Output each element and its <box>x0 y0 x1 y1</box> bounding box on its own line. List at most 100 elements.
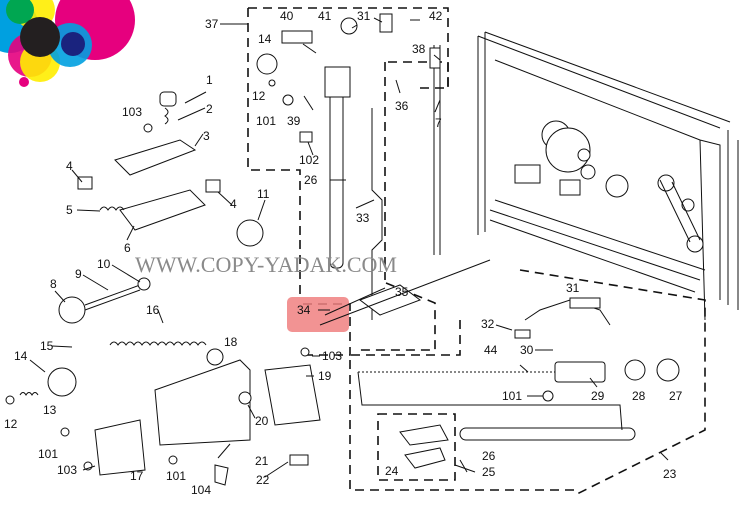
diagram-shape <box>589 377 598 388</box>
diagram-shape <box>324 66 351 98</box>
highlight-box[interactable] <box>287 297 349 332</box>
callout-37: 37 <box>205 17 219 31</box>
callout-13: 13 <box>43 403 57 417</box>
diagram-shape <box>429 47 441 69</box>
diagram-shape <box>300 347 310 357</box>
callout-24: 24 <box>385 464 399 478</box>
diagram-shape <box>82 465 96 471</box>
diagram-shape <box>554 361 606 383</box>
cmyk-logo <box>0 0 135 87</box>
diagram-shape <box>454 464 476 473</box>
diagram-shape <box>357 371 623 431</box>
diagram-shape <box>605 174 629 198</box>
diagram-shape <box>217 191 233 206</box>
callout-38: 38 <box>412 42 426 56</box>
diagram-shape <box>519 269 706 496</box>
diagram-shape <box>84 284 141 311</box>
leader-lines <box>29 17 669 478</box>
diagram-shape <box>58 296 86 324</box>
diagram-shape <box>159 91 177 107</box>
callout-26: 26 <box>482 449 496 463</box>
callout-22: 22 <box>256 473 270 487</box>
diagram-shape <box>404 447 446 469</box>
callout-7: 7 <box>435 116 442 130</box>
callout-35: 35 <box>395 285 409 299</box>
callout-103: 103 <box>57 463 77 477</box>
callout-12: 12 <box>252 89 266 103</box>
diagram-shape <box>377 413 456 481</box>
callout-14: 14 <box>258 32 272 46</box>
callout-18: 18 <box>224 335 238 349</box>
diagram-shape <box>257 199 266 221</box>
diagram-shape <box>281 30 313 44</box>
callout-36: 36 <box>395 99 409 113</box>
diagram-shape <box>164 107 169 125</box>
callout-15: 15 <box>40 339 54 353</box>
callout-8: 8 <box>50 277 57 291</box>
diagram-shape <box>514 329 531 339</box>
diagram-shape <box>656 358 680 382</box>
callout-40: 40 <box>280 9 294 23</box>
diagram-shape <box>119 189 206 231</box>
callout-103: 103 <box>322 349 342 363</box>
diagram-shape <box>109 341 207 346</box>
diagram-shape <box>71 169 83 183</box>
diagram-shape <box>659 451 669 461</box>
callout-104: 104 <box>191 483 211 497</box>
diagram-shape <box>371 108 383 320</box>
diagram-shape <box>29 359 46 373</box>
diagram-shape <box>340 17 358 35</box>
callout-30: 30 <box>520 343 534 357</box>
callout-34[interactable]: 34 <box>297 303 311 317</box>
callout-41: 41 <box>318 9 332 23</box>
diagram-shape <box>247 404 256 419</box>
diagram-shape <box>459 427 636 441</box>
callout-102: 102 <box>299 153 319 167</box>
callout-2: 2 <box>206 102 213 116</box>
callout-103: 103 <box>122 105 142 119</box>
diagram-shape <box>19 77 29 87</box>
diagram-shape <box>659 179 701 243</box>
diagram-shape <box>177 107 206 121</box>
diagram-shape <box>19 392 39 396</box>
group-boxes <box>247 7 706 496</box>
diagram-shape <box>61 32 85 56</box>
callout-31: 31 <box>357 9 371 23</box>
callout-10: 10 <box>97 257 111 271</box>
diagram-shape <box>545 127 591 173</box>
diagram-shape <box>217 443 231 459</box>
diagram-shape <box>580 164 596 180</box>
callout-33: 33 <box>356 211 370 225</box>
diagram-shape <box>236 219 264 247</box>
callout-17: 17 <box>130 469 144 483</box>
diagram-shape <box>514 164 541 184</box>
diagram-shape <box>727 130 739 310</box>
callout-101: 101 <box>38 447 58 461</box>
diagram-shape <box>154 359 251 446</box>
callout-25: 25 <box>482 465 496 479</box>
diagram-shape <box>495 324 513 331</box>
callout-1: 1 <box>206 73 213 87</box>
callout-29: 29 <box>591 389 605 403</box>
diagram-shape <box>686 235 704 253</box>
lower-assembly <box>357 297 680 469</box>
callout-42: 42 <box>429 9 443 23</box>
diagram-shape <box>137 277 151 291</box>
callout-9: 9 <box>75 267 82 281</box>
callout-19: 19 <box>318 369 332 383</box>
callout-6: 6 <box>124 241 131 255</box>
diagram-shape <box>184 91 207 104</box>
diagram-shape <box>395 79 401 94</box>
diagram-shape <box>299 131 313 143</box>
diagram-shape <box>20 17 60 57</box>
diagram-shape <box>577 148 591 162</box>
callout-28: 28 <box>632 389 646 403</box>
diagram-shape <box>303 95 314 111</box>
diagram-shape <box>355 199 375 209</box>
watermark-text: WWW.COPY-YADAK.COM <box>135 252 397 277</box>
diagram-shape <box>47 367 77 397</box>
diagram-shape <box>459 459 468 473</box>
diagram-shape <box>519 364 529 373</box>
diagram-shape <box>681 198 695 212</box>
diagram-shape <box>329 87 344 269</box>
